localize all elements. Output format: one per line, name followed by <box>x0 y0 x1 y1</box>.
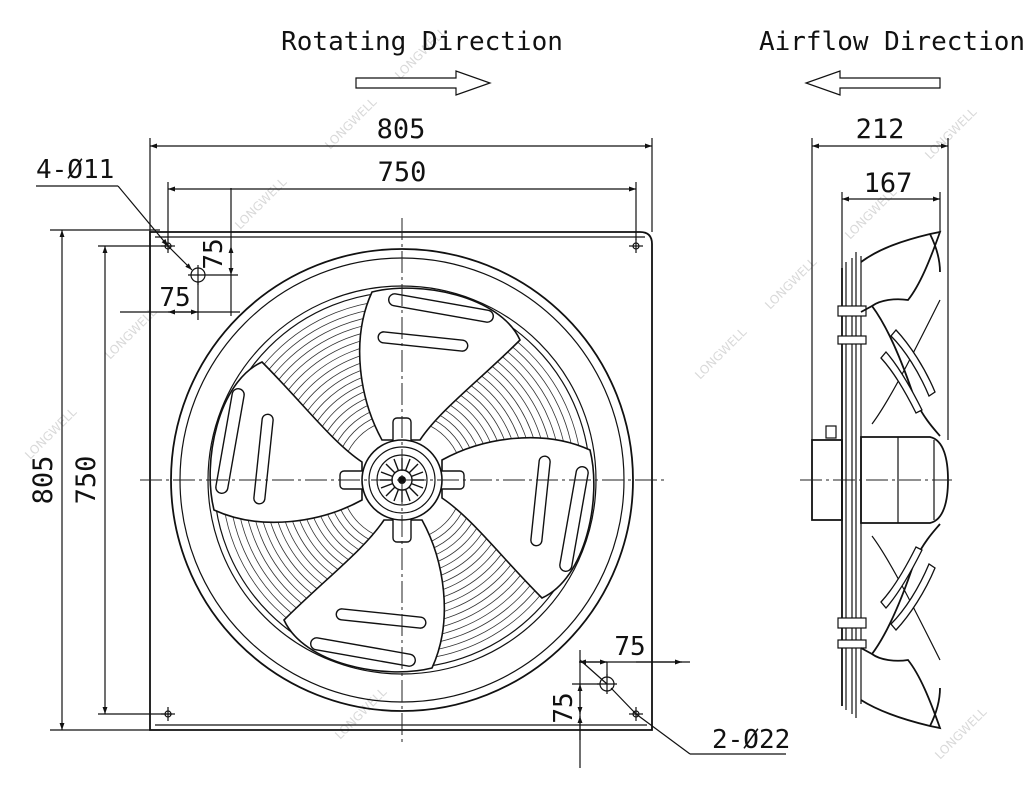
dim-hole-offset-bottom-vertical: 75 <box>549 692 579 723</box>
watermark: LONGWELL <box>22 405 79 462</box>
side-blade-outline <box>860 230 942 313</box>
dim-overall-height: 805 <box>28 456 59 505</box>
motor-body <box>811 439 843 521</box>
rotating-direction-arrow <box>355 70 492 96</box>
watermark: LONGWELL <box>922 105 979 162</box>
venturi-outer-ring <box>170 248 634 712</box>
dim-side-total-depth: 212 <box>856 114 905 145</box>
dim-overall-width: 805 <box>377 114 426 145</box>
side-dimensions: 212 167 <box>811 114 949 440</box>
dim-hole-pitch-width: 750 <box>378 157 427 188</box>
blade-slots <box>215 293 589 667</box>
airflow-direction-arrow <box>804 70 941 96</box>
watermark-layer: LONGWELL LONGWELL LONGWELL LONGWELL LONG… <box>22 25 989 762</box>
front-view <box>140 218 668 745</box>
watermark: LONGWELL <box>932 705 989 762</box>
dim-hole-offset-top-vertical: 75 <box>199 238 229 269</box>
airflow-direction-label: Airflow Direction <box>759 27 1024 57</box>
dim-side-body-depth: 167 <box>864 168 913 199</box>
mounting-hole <box>629 239 643 253</box>
dim-hole-offset-top-horizontal: 75 <box>159 283 190 313</box>
mounting-plate <box>149 231 653 731</box>
watermark: LONGWELL <box>322 95 379 152</box>
fan-blades <box>209 287 595 673</box>
mount-hole-callout: 4-Ø11 <box>36 155 114 185</box>
dim-hole-pitch-height: 750 <box>71 456 102 505</box>
watermark: LONGWELL <box>232 175 289 232</box>
front-dimensions: 805 750 805 750 75 75 4-Ø11 75 <box>28 114 790 768</box>
fan-blade <box>358 287 521 441</box>
watermark: LONGWELL <box>102 305 159 362</box>
dim-hole-offset-bottom-horizontal: 75 <box>614 632 645 662</box>
rotating-direction-label: Rotating Direction <box>281 27 563 57</box>
fan-blade <box>209 361 363 524</box>
watermark: LONGWELL <box>762 255 819 312</box>
lifting-hole-callout: 2-Ø22 <box>712 725 790 755</box>
side-view <box>800 230 952 730</box>
fan-blade <box>283 519 446 673</box>
fan-blade <box>441 436 595 599</box>
watermark: LONGWELL <box>692 325 749 382</box>
